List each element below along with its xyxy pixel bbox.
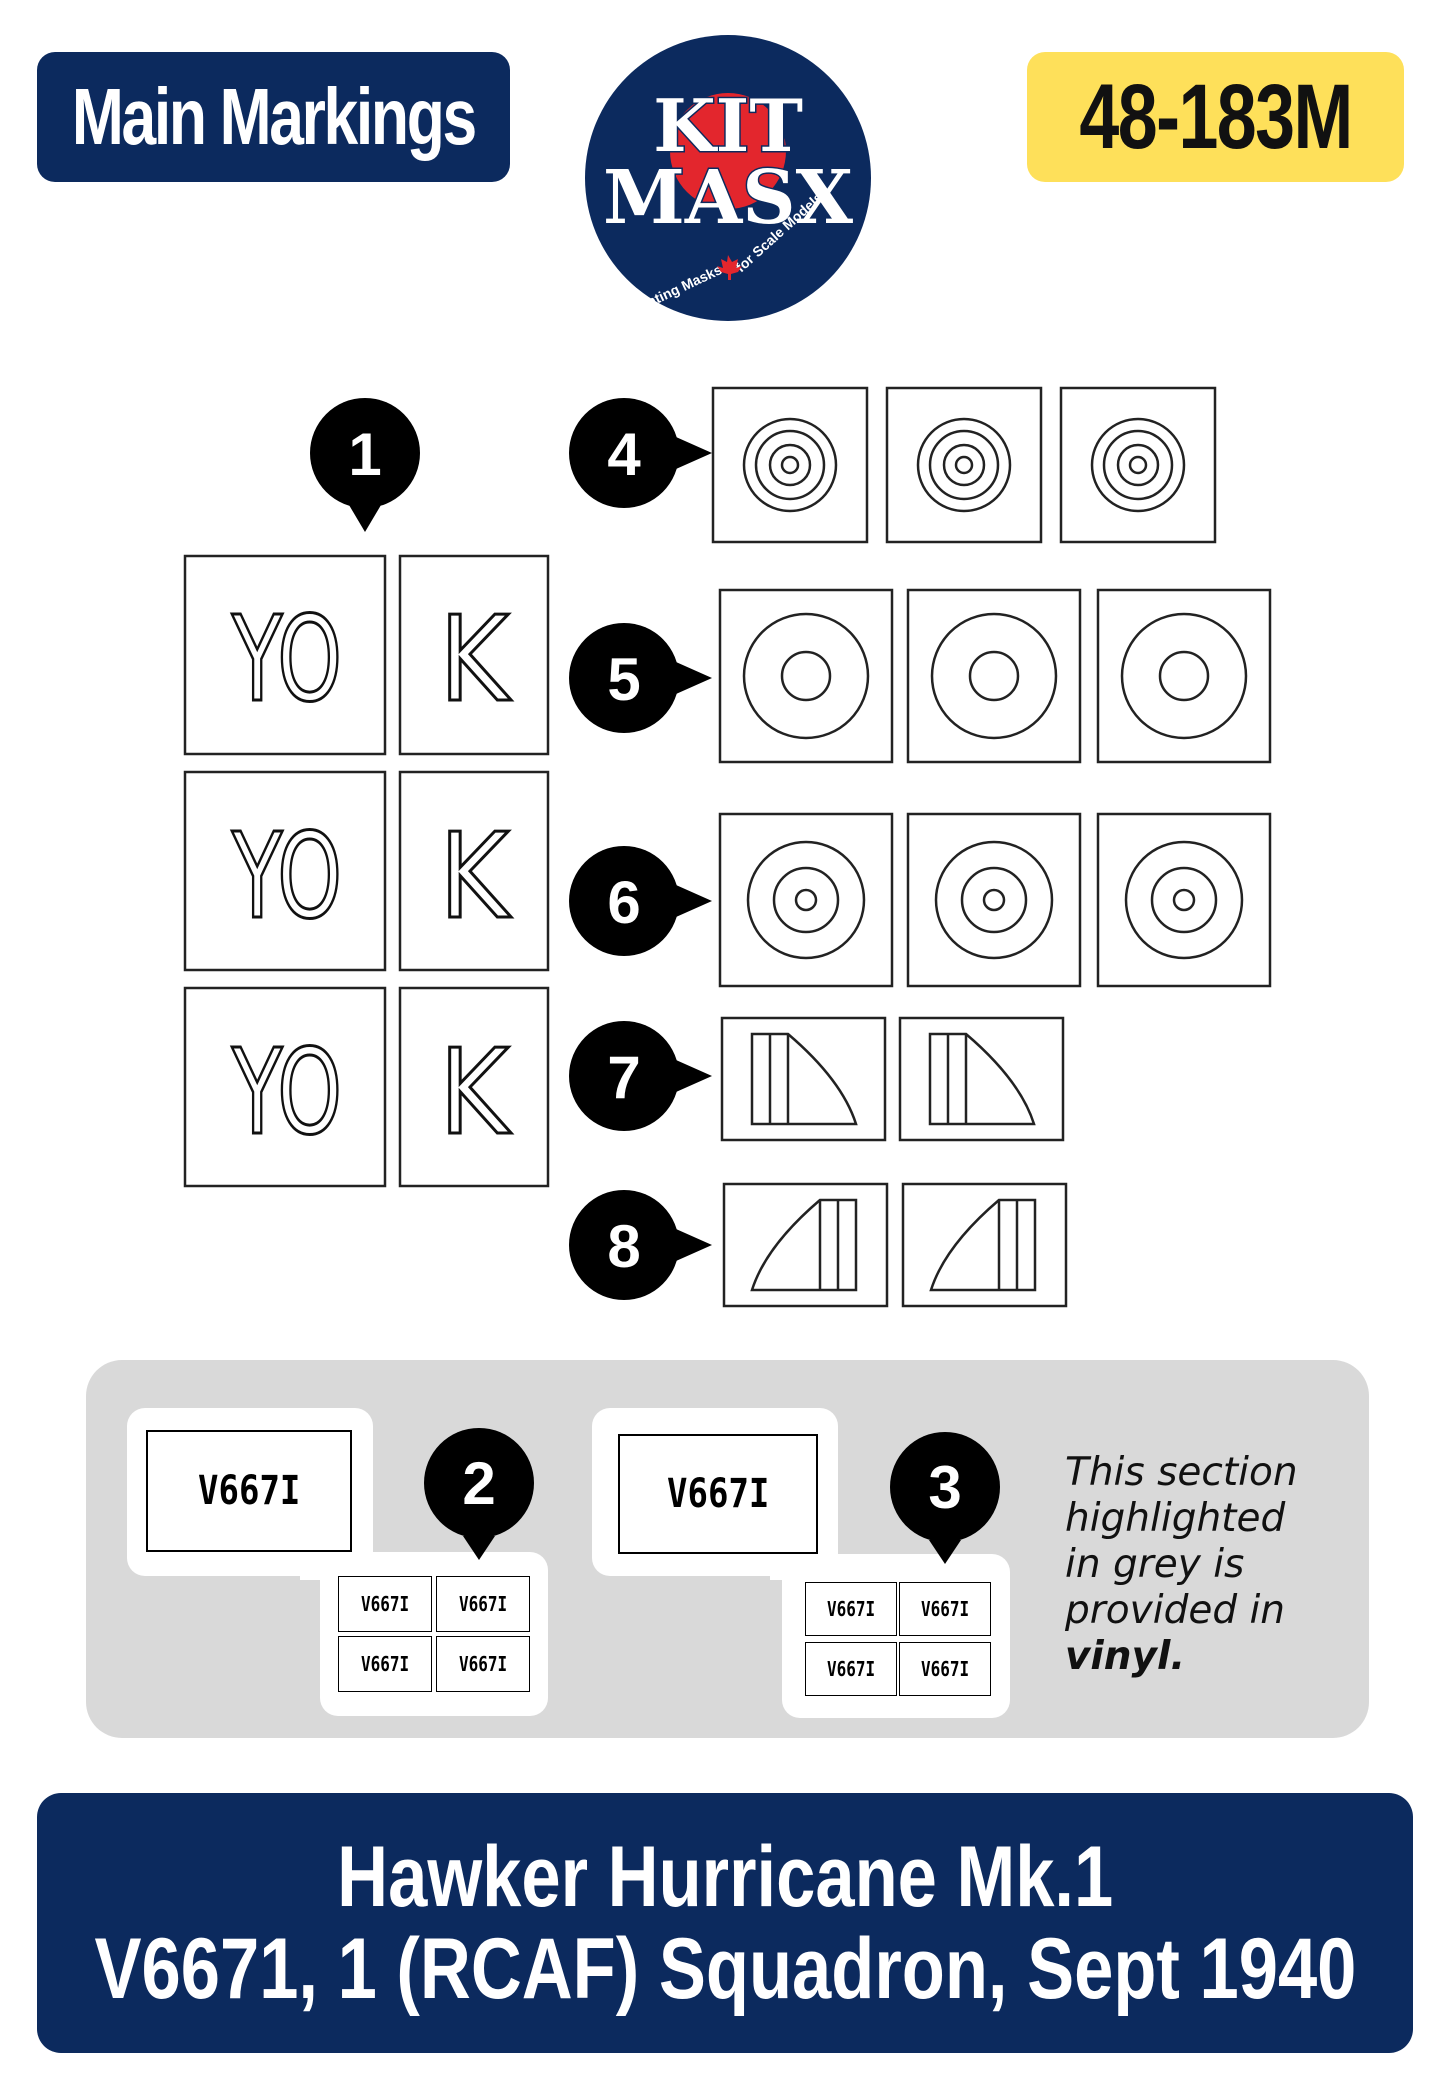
vinyl-note-line-1: This section bbox=[1065, 1450, 1298, 1495]
aircraft-details: V6671, 1 (RCAF) Squadron, Sept 1940 bbox=[94, 1921, 1356, 2017]
letter-mask-k-1 bbox=[398, 554, 550, 756]
roundel-mask-4b bbox=[885, 386, 1043, 544]
callout-1: 1 bbox=[310, 398, 420, 532]
roundel-mask-6c bbox=[1096, 812, 1272, 988]
part-number-badge: 48-183M bbox=[1027, 52, 1404, 182]
kitmasx-logo: KIT MASX Painting Masks for Scale Models bbox=[585, 35, 871, 321]
callout-3-pointer bbox=[929, 1540, 961, 1564]
callout-8-label: 8 bbox=[607, 1213, 640, 1280]
fin-flash-mask-7b bbox=[898, 1016, 1065, 1142]
serial-2a-text: V667I bbox=[360, 1592, 410, 1616]
letter-code-k-3: K bbox=[439, 1023, 511, 1161]
callout-8: 8 bbox=[569, 1190, 712, 1300]
serial-mask-3c: V667I bbox=[805, 1642, 897, 1696]
serial-mask-large-3: V667I bbox=[618, 1434, 818, 1554]
serial-3d-text: V667I bbox=[920, 1657, 970, 1681]
vinyl-note-emphasis: vinyl. bbox=[1065, 1634, 1186, 1679]
callout-2: 2 bbox=[424, 1428, 534, 1538]
callout-1-label: 1 bbox=[348, 421, 381, 488]
title-banner: Hawker Hurricane Mk.1 V6671, 1 (RCAF) Sq… bbox=[37, 1793, 1413, 2053]
callout-2-pointer bbox=[463, 1536, 495, 1560]
callout-5: 5 bbox=[569, 623, 712, 733]
fin-flash-mask-8a bbox=[722, 1182, 889, 1308]
serial-2d-text: V667I bbox=[458, 1652, 508, 1676]
roundel-mask-5c bbox=[1096, 588, 1272, 764]
roundel-group-6 bbox=[718, 812, 1272, 988]
logo-line-1: KIT bbox=[653, 83, 803, 168]
vinyl-note-line-3: in grey is bbox=[1065, 1542, 1245, 1587]
letter-mask-yo-3 bbox=[183, 986, 387, 1188]
serial-mask-2c: V667I bbox=[338, 1636, 432, 1692]
callout-4-label: 4 bbox=[607, 421, 641, 488]
serial-mask-large-2: V667I bbox=[146, 1430, 352, 1552]
letter-code-k-1: K bbox=[439, 590, 511, 728]
serial-mask-2b: V667I bbox=[436, 1576, 530, 1632]
vinyl-note: This section highlighted in grey is prov… bbox=[1065, 1450, 1325, 1680]
section-label: Main Markings bbox=[72, 72, 477, 161]
aircraft-title: Hawker Hurricane Mk.1 bbox=[336, 1829, 1114, 1925]
serial-3b-text: V667I bbox=[920, 1597, 970, 1621]
roundel-4b-rings bbox=[916, 417, 1012, 513]
fin-flash-group-8 bbox=[722, 1182, 1068, 1308]
callout-7-label: 7 bbox=[607, 1044, 640, 1111]
letter-code-k-2: K bbox=[439, 807, 511, 945]
vinyl-note-line-2: highlighted bbox=[1065, 1496, 1286, 1541]
fin-flash-mask-7a bbox=[720, 1016, 887, 1142]
roundel-mask-4a bbox=[711, 386, 869, 544]
serial-mask-3b: V667I bbox=[899, 1582, 991, 1636]
letter-code-yo-3: YO bbox=[231, 1023, 342, 1161]
part-number: 48-183M bbox=[1079, 65, 1353, 168]
serial-2b-text: V667I bbox=[458, 1592, 508, 1616]
letter-mask-k-2 bbox=[398, 770, 550, 972]
roundel-mask-6a bbox=[718, 812, 894, 988]
serial-large-2-text: V667I bbox=[197, 1468, 301, 1514]
serial-2c-text: V667I bbox=[360, 1652, 410, 1676]
letter-mask-k-3 bbox=[398, 986, 550, 1188]
fin-flash-group-7 bbox=[720, 1016, 1065, 1142]
vinyl-note-line-4: provided in bbox=[1065, 1588, 1286, 1633]
letter-mask-yo-2 bbox=[183, 770, 387, 972]
logo-line-2: MASX bbox=[603, 155, 854, 241]
serial-mask-2d: V667I bbox=[436, 1636, 530, 1692]
roundel-group-5 bbox=[718, 588, 1272, 764]
callout-4: 4 bbox=[569, 398, 712, 508]
roundel-mask-5b bbox=[906, 588, 1082, 764]
roundel-mask-6b bbox=[906, 812, 1082, 988]
roundel-mask-5a bbox=[718, 588, 894, 764]
serial-mask-2a: V667I bbox=[338, 1576, 432, 1632]
mask-layout-diagram: YO K YO K YO K bbox=[183, 386, 1272, 1308]
callout-6: 6 bbox=[569, 846, 712, 956]
fin-flash-mask-8b bbox=[901, 1182, 1068, 1308]
callout-3-label: 3 bbox=[928, 1453, 962, 1521]
roundel-group-4 bbox=[711, 386, 1217, 544]
callout-6-label: 6 bbox=[607, 869, 640, 936]
serial-3c-text: V667I bbox=[826, 1657, 876, 1681]
serial-mask-3a: V667I bbox=[805, 1582, 897, 1636]
maple-leaf-icon bbox=[717, 255, 742, 280]
serial-large-3-text: V667I bbox=[666, 1471, 770, 1517]
callout-3: 3 bbox=[890, 1432, 1000, 1542]
callout-7: 7 bbox=[569, 1021, 712, 1131]
serial-3a-text: V667I bbox=[826, 1597, 876, 1621]
section-label-badge: Main Markings bbox=[37, 52, 510, 182]
serial-mask-3d: V667I bbox=[899, 1642, 991, 1696]
callout-2-label: 2 bbox=[462, 1449, 496, 1517]
letter-code-yo-2: YO bbox=[231, 807, 342, 945]
letter-mask-yo-1 bbox=[183, 554, 387, 756]
logo-red-disc bbox=[670, 93, 786, 209]
roundel-mask-4c bbox=[1059, 386, 1217, 544]
letter-code-yo-1: YO bbox=[231, 590, 342, 728]
callout-5-label: 5 bbox=[607, 646, 640, 713]
roundel-4c-rings bbox=[1090, 417, 1186, 513]
roundel-4a-rings bbox=[742, 417, 838, 513]
